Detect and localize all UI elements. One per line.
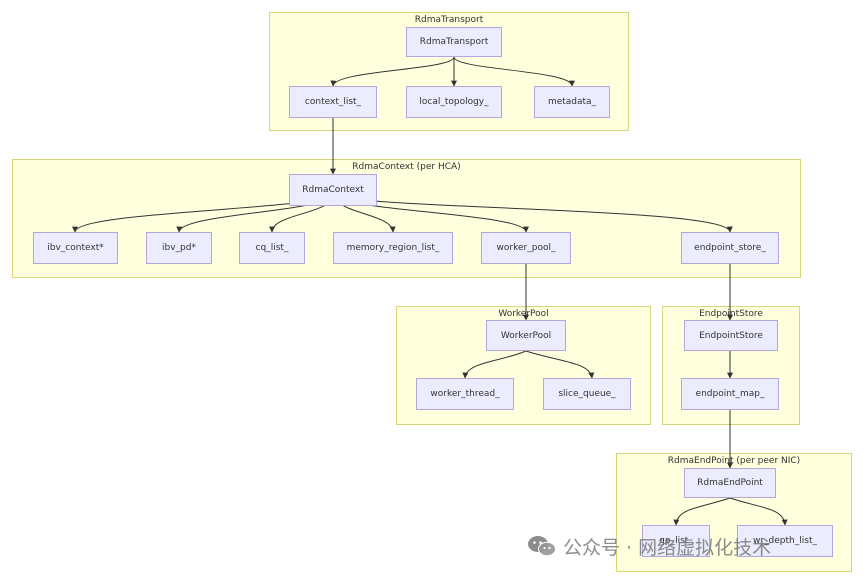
node-ibv-context[interactable]: ibv_context* xyxy=(33,232,118,264)
node-ibv-pd[interactable]: ibv_pd* xyxy=(146,232,212,264)
node-label: worker_thread_ xyxy=(430,389,500,399)
node-label: endpoint_map_ xyxy=(695,389,765,399)
node-endpoint-store-member[interactable]: endpoint_store_ xyxy=(681,232,779,264)
node-label: EndpointStore xyxy=(699,330,763,341)
node-label: context_list_ xyxy=(304,97,362,107)
cluster-title: EndpointStore xyxy=(699,309,763,319)
node-label: WorkerPool xyxy=(500,330,552,341)
node-label: RdmaTransport xyxy=(419,37,489,47)
node-qp-list[interactable]: qp_list_ xyxy=(642,525,710,557)
node-endpoint-map[interactable]: endpoint_map_ xyxy=(681,378,779,410)
node-worker-pool[interactable]: WorkerPool xyxy=(486,320,566,351)
node-label: RdmaEndPoint xyxy=(697,478,763,488)
node-local-topology[interactable]: local_topology_ xyxy=(406,86,502,118)
cluster-title: RdmaEndPoint (per peer NIC) xyxy=(667,456,801,466)
node-label: slice_queue_ xyxy=(558,389,616,399)
watermark-text: 公众号 · 网络虚拟化技术 xyxy=(563,536,772,559)
node-label: ibv_context* xyxy=(47,243,104,253)
node-memory-region-list[interactable]: memory_region_list_ xyxy=(333,232,453,264)
node-label: ibv_pd* xyxy=(162,243,196,253)
node-label: worker_pool_ xyxy=(496,243,556,253)
node-endpoint-store[interactable]: EndpointStore xyxy=(684,320,778,351)
cluster-title: RdmaTransport xyxy=(414,15,484,25)
node-worker-pool-member[interactable]: worker_pool_ xyxy=(481,232,571,264)
node-slice-queue[interactable]: slice_queue_ xyxy=(543,378,631,410)
node-rdma-transport[interactable]: RdmaTransport xyxy=(406,27,502,57)
watermark: 公众号 · 网络虚拟化技术 xyxy=(527,533,771,559)
node-label: endpoint_store_ xyxy=(694,243,766,253)
node-rdma-endpoint[interactable]: RdmaEndPoint xyxy=(684,468,776,498)
node-label: qp_list_ xyxy=(659,536,693,546)
node-rdma-context[interactable]: RdmaContext xyxy=(289,174,377,206)
node-worker-thread[interactable]: worker_thread_ xyxy=(416,378,514,410)
node-label: metadata_ xyxy=(547,97,597,107)
cluster-title: WorkerPool xyxy=(498,309,549,319)
wechat-icon xyxy=(528,536,556,557)
node-wr-depth-list[interactable]: wr_depth_list_ xyxy=(737,525,833,557)
node-label: cq_list_ xyxy=(255,243,289,253)
node-label: memory_region_list_ xyxy=(346,243,440,253)
node-label: local_topology_ xyxy=(419,97,489,107)
node-label: RdmaContext xyxy=(302,185,364,195)
node-metadata[interactable]: metadata_ xyxy=(534,86,610,118)
node-cq-list[interactable]: cq_list_ xyxy=(239,232,305,264)
node-context-list[interactable]: context_list_ xyxy=(289,86,377,118)
node-label: wr_depth_list_ xyxy=(753,536,817,546)
cluster-title: RdmaContext (per HCA) xyxy=(352,162,461,172)
